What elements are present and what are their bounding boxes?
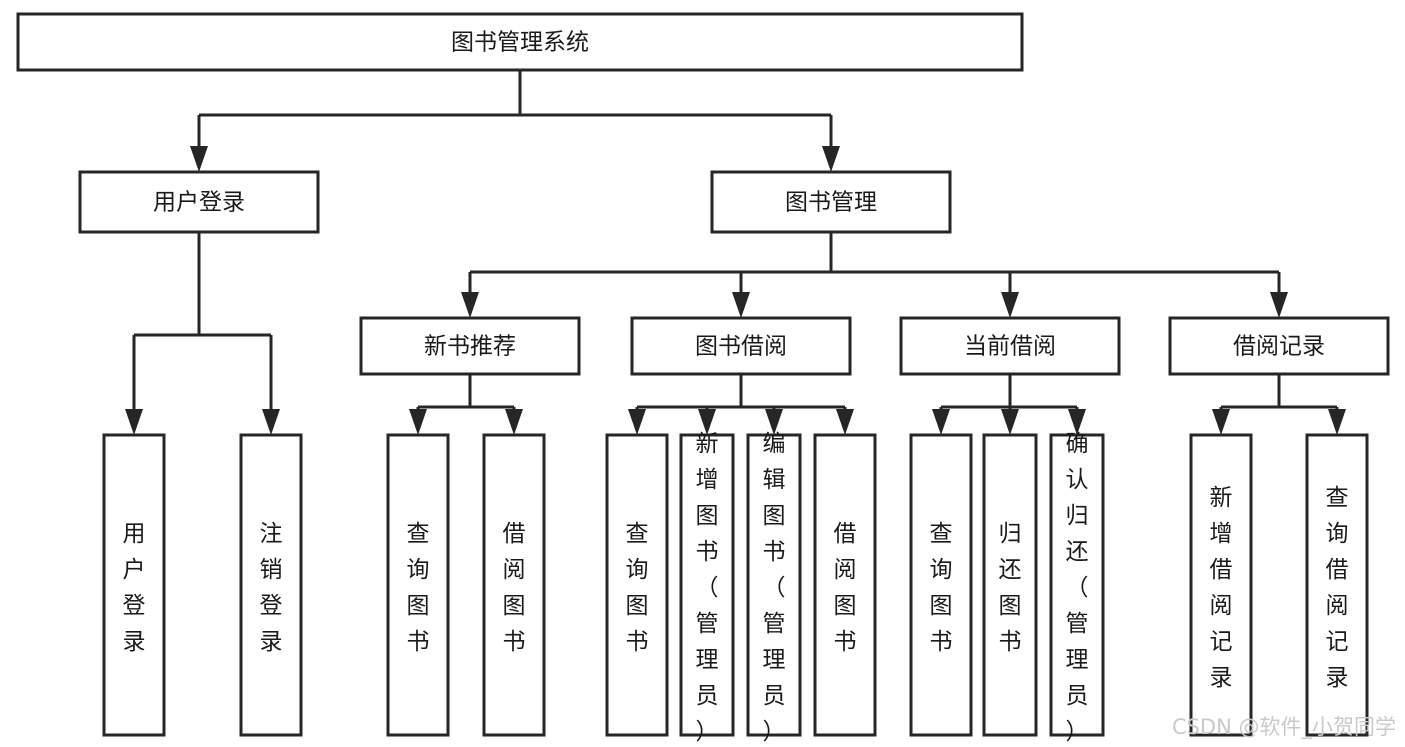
node-label-leaf-cur-query: 查询图书 (930, 521, 953, 655)
node-box-leaf-nb-borrow[interactable] (482, 433, 546, 737)
arrow-head-icon (1001, 292, 1019, 318)
node-box-bookmgmt[interactable] (710, 170, 952, 234)
edge-group-record (1212, 374, 1346, 435)
node-box-leaf-br-edit[interactable] (746, 433, 802, 737)
node-label-login: 用户登录 (153, 190, 245, 216)
node-label-leaf-cur-confirm: 确认归还（管理员） (1066, 431, 1089, 745)
node-box-leaf-cur-confirm[interactable] (1049, 433, 1105, 737)
node-box-root[interactable] (16, 12, 1024, 72)
arrow-head-icon (125, 409, 143, 435)
arrow-head-icon (1068, 409, 1086, 435)
node-login[interactable]: 用户登录 (78, 170, 320, 234)
node-current[interactable]: 当前借阅 (899, 316, 1121, 376)
arrow-head-icon (1001, 409, 1019, 435)
edge-group-borrow (628, 374, 854, 435)
arrow-head-icon (190, 146, 208, 172)
node-box-record[interactable] (1168, 316, 1390, 376)
node-box-leaf-br-borrow[interactable] (813, 433, 877, 737)
arrow-head-icon (765, 409, 783, 435)
node-box-newbook[interactable] (359, 316, 581, 376)
arrow-head-icon (461, 292, 479, 318)
node-label-bookmgmt: 图书管理 (785, 190, 877, 216)
node-leaf-rec-add[interactable]: 新增借阅记录 (1189, 433, 1253, 737)
edge-group-newbook (409, 374, 523, 435)
node-leaf-nb-borrow[interactable]: 借阅图书 (482, 433, 546, 737)
arrow-head-icon (505, 409, 523, 435)
edge-group-bookmgmt (461, 232, 1288, 318)
node-leaf-user-login[interactable]: 用户登录 (102, 433, 166, 737)
node-leaf-br-add[interactable]: 新增图书（管理员） (679, 431, 735, 745)
node-label-borrow: 图书借阅 (695, 334, 787, 360)
arrow-head-icon (836, 409, 854, 435)
node-box-leaf-rec-query[interactable] (1305, 433, 1369, 737)
connector-layer (125, 70, 1346, 435)
node-newbook[interactable]: 新书推荐 (359, 316, 581, 376)
node-label-leaf-user-logout: 注销登录 (260, 521, 283, 655)
node-record[interactable]: 借阅记录 (1168, 316, 1390, 376)
edge-group-root (190, 70, 840, 172)
node-label-leaf-rec-add: 新增借阅记录 (1210, 485, 1233, 691)
node-leaf-cur-query[interactable]: 查询图书 (909, 433, 973, 737)
node-box-leaf-user-logout[interactable] (239, 433, 303, 737)
node-label-record: 借阅记录 (1233, 334, 1325, 360)
arrow-head-icon (1328, 409, 1346, 435)
node-bookmgmt[interactable]: 图书管理 (710, 170, 952, 234)
arrow-head-icon (1270, 292, 1288, 318)
node-leaf-rec-query[interactable]: 查询借阅记录 (1305, 433, 1369, 737)
node-leaf-cur-confirm[interactable]: 确认归还（管理员） (1049, 431, 1105, 745)
node-leaf-br-edit[interactable]: 编辑图书（管理员） (746, 431, 802, 745)
arrow-head-icon (409, 409, 427, 435)
node-box-leaf-nb-query[interactable] (386, 433, 450, 737)
node-box-leaf-br-query[interactable] (605, 433, 669, 737)
node-label-leaf-br-query: 查询图书 (626, 521, 649, 655)
node-label-leaf-br-borrow: 借阅图书 (834, 521, 857, 655)
csdn-watermark: CSDN @软件_小贺同学 (1172, 715, 1396, 740)
arrow-head-icon (628, 409, 646, 435)
node-leaf-br-query[interactable]: 查询图书 (605, 433, 669, 737)
node-label-leaf-nb-query: 查询图书 (407, 521, 430, 655)
node-leaf-nb-query[interactable]: 查询图书 (386, 433, 450, 737)
node-layer: 图书管理系统用户登录图书管理新书推荐图书借阅当前借阅借阅记录用户登录注销登录查询… (16, 12, 1390, 745)
node-label-leaf-br-add: 新增图书（管理员） (696, 431, 719, 745)
node-box-login[interactable] (78, 170, 320, 234)
node-label-newbook: 新书推荐 (424, 334, 516, 360)
arrow-head-icon (262, 409, 280, 435)
arrow-head-icon (698, 409, 716, 435)
node-box-leaf-user-login[interactable] (102, 433, 166, 737)
edge-group-login (125, 232, 280, 435)
node-label-leaf-cur-return: 归还图书 (999, 521, 1022, 655)
node-label-root: 图书管理系统 (451, 30, 589, 56)
node-box-leaf-cur-query[interactable] (909, 433, 973, 737)
node-label-leaf-nb-borrow: 借阅图书 (503, 521, 526, 655)
node-box-current[interactable] (899, 316, 1121, 376)
node-label-leaf-user-login: 用户登录 (123, 521, 146, 655)
arrow-head-icon (1212, 409, 1230, 435)
arrow-head-icon (932, 409, 950, 435)
node-box-leaf-rec-add[interactable] (1189, 433, 1253, 737)
node-root[interactable]: 图书管理系统 (16, 12, 1024, 72)
arrow-head-icon (822, 146, 840, 172)
node-box-leaf-cur-return[interactable] (982, 433, 1038, 737)
arrow-head-icon (732, 292, 750, 318)
node-label-current: 当前借阅 (964, 334, 1056, 360)
node-box-borrow[interactable] (630, 316, 852, 376)
node-leaf-cur-return[interactable]: 归还图书 (982, 433, 1038, 737)
edge-group-current (932, 374, 1086, 435)
node-label-leaf-br-edit: 编辑图书（管理员） (763, 431, 786, 745)
node-leaf-br-borrow[interactable]: 借阅图书 (813, 433, 877, 737)
node-borrow[interactable]: 图书借阅 (630, 316, 852, 376)
node-box-leaf-br-add[interactable] (679, 433, 735, 737)
node-leaf-user-logout[interactable]: 注销登录 (239, 433, 303, 737)
node-label-leaf-rec-query: 查询借阅记录 (1326, 485, 1349, 691)
